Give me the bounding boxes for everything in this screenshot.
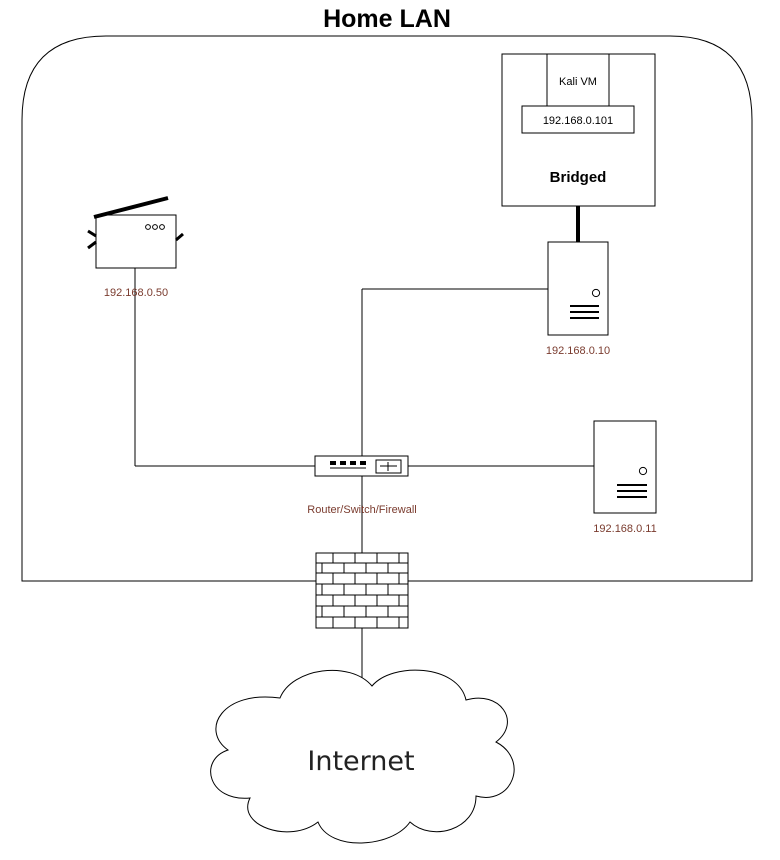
vm-ip-box	[521, 105, 635, 134]
vm-box: Kali VM 192.168.0.101 Bridged	[501, 53, 656, 207]
internet-label: Internet	[307, 746, 414, 777]
host1-ip: 192.168.0.10	[546, 345, 610, 357]
diagram-title: Home LAN	[323, 5, 451, 33]
router-label: Router/Switch/Firewall	[307, 504, 416, 516]
vm-label: Kali VM	[559, 76, 597, 88]
vm-mode: Bridged	[550, 169, 607, 186]
vm-ip: 192.168.0.101	[543, 115, 613, 127]
router-icon	[314, 455, 409, 477]
printer-icon	[87, 196, 184, 269]
firewall-brick-icon	[315, 552, 409, 629]
lan-boundary	[21, 35, 753, 582]
cloud-icon	[210, 669, 515, 844]
connection-lines	[134, 206, 594, 684]
server-icon	[547, 241, 609, 336]
host2-ip: 192.168.0.11	[593, 523, 656, 535]
printer-ip: 192.168.0.50	[104, 287, 168, 299]
server-icon	[593, 420, 657, 514]
